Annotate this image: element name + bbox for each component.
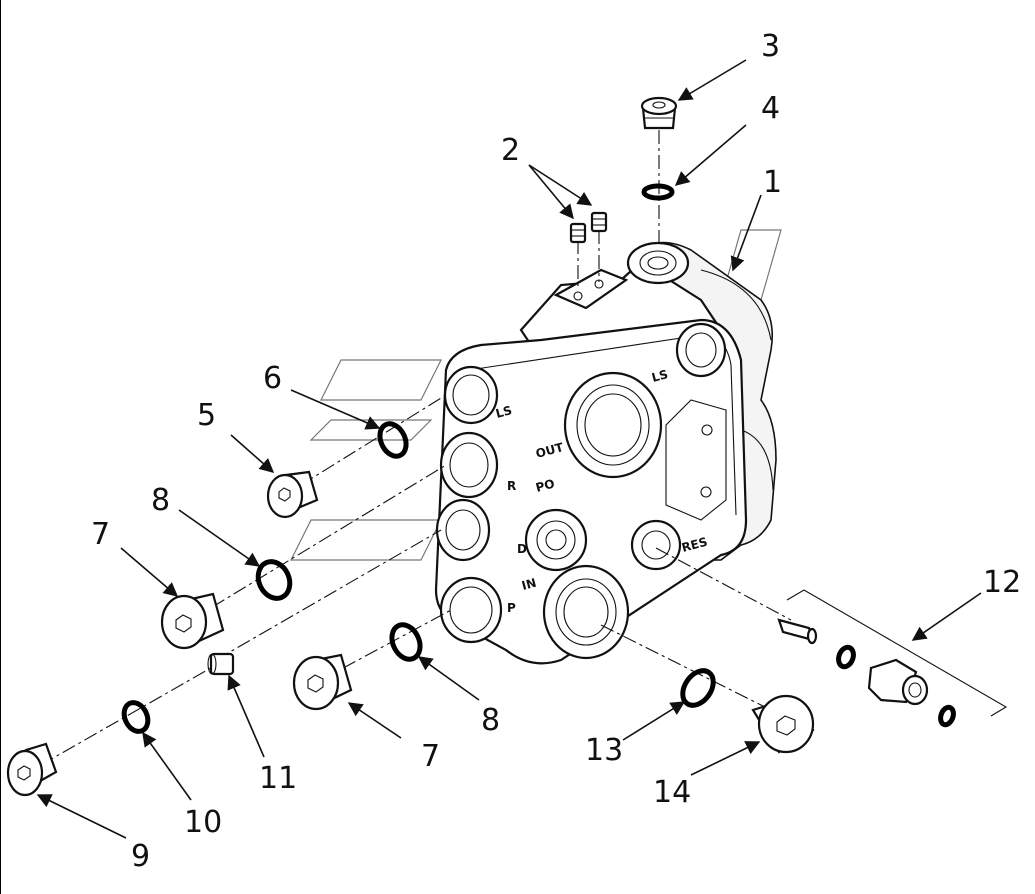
part-12-o-ring-a [836,644,856,670]
callout-5: 5 [197,398,216,433]
callout-9: 9 [131,839,150,874]
valve-body [434,241,777,665]
part-8-o-ring-upper [255,559,293,601]
callout-8-lower: 8 [481,703,500,738]
part-13-o-ring [680,668,716,708]
callout-3: 3 [761,29,780,64]
port-label-ls-right: LS [650,367,669,385]
callout-14: 14 [653,775,691,810]
port-label-d: D [517,542,527,556]
part-4-o-ring [641,183,675,201]
part-3-plug [640,96,678,130]
callout-11: 11 [259,761,297,796]
part-7-plug-upper [160,592,225,650]
callout-1: 1 [763,165,782,200]
port-label-ls-left: LS [494,403,513,421]
part-9-plug [6,742,58,797]
part-6-o-ring [377,421,409,459]
port-label-r: R [507,479,516,493]
callout-12: 12 [983,565,1021,600]
part-8-o-ring-lower [389,622,423,662]
part-2-set-screws [569,211,608,244]
port-label-p: P [507,601,516,615]
callout-numbers: 1 2 3 4 5 6 7 8 7 8 9 10 11 12 13 14 [91,29,1021,874]
leader-lines [36,59,982,839]
part-12-o-ring-b [938,704,956,728]
part-14-plug [751,694,815,754]
callout-7-lower: 7 [421,739,440,774]
callout-7-upper: 7 [91,517,110,552]
part-10-o-ring [121,700,151,734]
port-label-res: RES [680,535,709,555]
callout-8-upper: 8 [151,483,170,518]
part-5-plug [266,470,319,519]
port-labels: LS LS OUT PO R D IN P RES [494,367,709,615]
part-12-assembly [777,589,1008,728]
port-label-po: PO [534,476,556,494]
callout-2: 2 [501,133,520,168]
callout-10: 10 [184,805,222,840]
part-11-fitting [207,652,235,676]
callout-6: 6 [263,361,282,396]
callout-13: 13 [585,733,623,768]
port-label-in: IN [520,576,538,593]
callout-4: 4 [761,91,780,126]
part-7-plug-lower [292,653,353,711]
